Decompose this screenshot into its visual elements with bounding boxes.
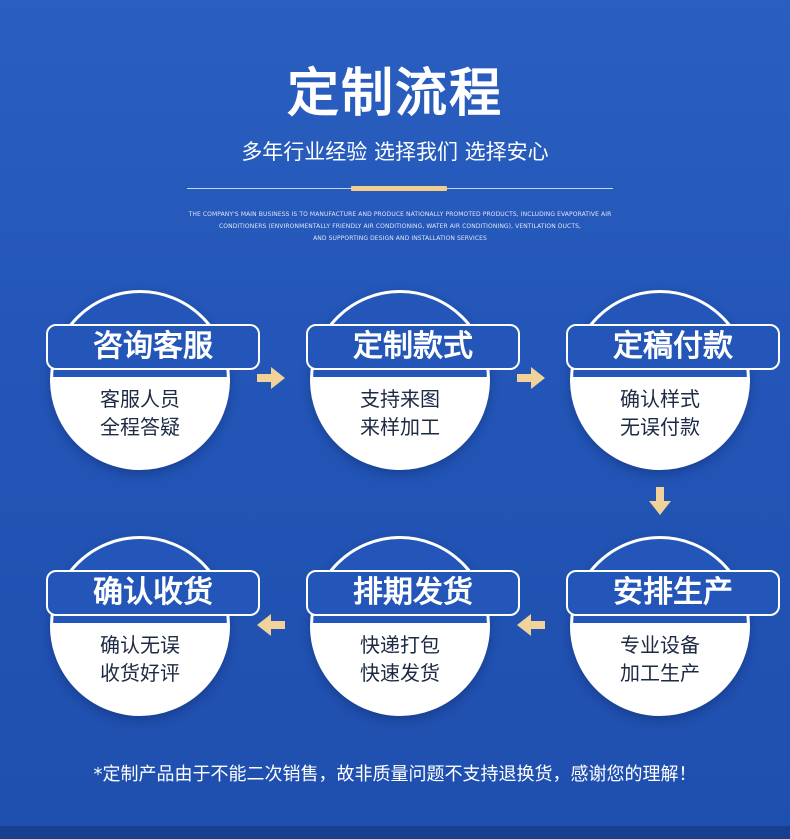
step-title-production: 安排生产 <box>566 570 780 616</box>
bottom-strip <box>0 826 790 839</box>
step-description: 支持来图 来样加工 <box>313 385 487 441</box>
english-line: THE COMPANY'S MAIN BUSINESS IS TO MANUFA… <box>188 211 612 218</box>
arrow-left-icon <box>517 614 545 636</box>
step-desc-line: 专业设备 <box>620 633 700 657</box>
english-line: AND SUPPORTING DESIGN AND INSTALLATION S… <box>313 235 487 242</box>
step-desc-line: 全程答疑 <box>100 415 180 439</box>
step-desc-line: 确认样式 <box>620 387 700 411</box>
page-title: 定制流程 <box>286 64 503 124</box>
step-desc-line: 加工生产 <box>620 661 700 685</box>
step-title-payment: 定稿付款 <box>566 324 780 370</box>
step-desc-line: 来样加工 <box>360 415 440 439</box>
step-customize: 支持来图 来样加工 <box>310 290 490 470</box>
english-line: CONDITIONERS (ENVIRONMENTALLY FRIENDLY A… <box>218 223 582 230</box>
step-payment: 确认样式 无误付款 <box>570 290 750 470</box>
arrow-right-icon <box>517 367 545 389</box>
page-subtitle: 多年行业经验 选择我们 选择安心 <box>241 140 549 164</box>
english-description: THE COMPANY'S MAIN BUSINESS IS TO MANUFA… <box>150 209 650 245</box>
step-title-consult: 咨询客服 <box>46 324 260 370</box>
divider-accent <box>351 186 447 191</box>
step-desc-line: 支持来图 <box>360 387 440 411</box>
step-consult: 客服人员 全程答疑 <box>50 290 230 470</box>
arrow-left-icon <box>257 614 285 636</box>
step-description: 专业设备 加工生产 <box>573 631 747 687</box>
step-title-customize: 定制款式 <box>306 324 520 370</box>
step-production: 专业设备 加工生产 <box>570 536 750 716</box>
step-description: 确认样式 无误付款 <box>573 385 747 441</box>
step-desc-line: 快递打包 <box>360 633 440 657</box>
footnote: *定制产品由于不能二次销售，故非质量问题不支持退换货，感谢您的理解！ <box>93 764 697 785</box>
arrow-right-icon <box>257 367 285 389</box>
step-shipping: 快递打包 快速发货 <box>310 536 490 716</box>
step-title-shipping: 排期发货 <box>306 570 520 616</box>
step-desc-line: 无误付款 <box>620 415 700 439</box>
step-desc-line: 收货好评 <box>100 661 180 685</box>
step-desc-line: 客服人员 <box>100 387 180 411</box>
step-desc-line: 快速发货 <box>360 661 440 685</box>
step-description: 客服人员 全程答疑 <box>53 385 227 441</box>
arrow-down-icon <box>649 487 671 515</box>
step-title-receive: 确认收货 <box>46 570 260 616</box>
step-receive: 确认无误 收货好评 <box>50 536 230 716</box>
step-description: 快递打包 快速发货 <box>313 631 487 687</box>
step-description: 确认无误 收货好评 <box>53 631 227 687</box>
step-desc-line: 确认无误 <box>100 633 180 657</box>
